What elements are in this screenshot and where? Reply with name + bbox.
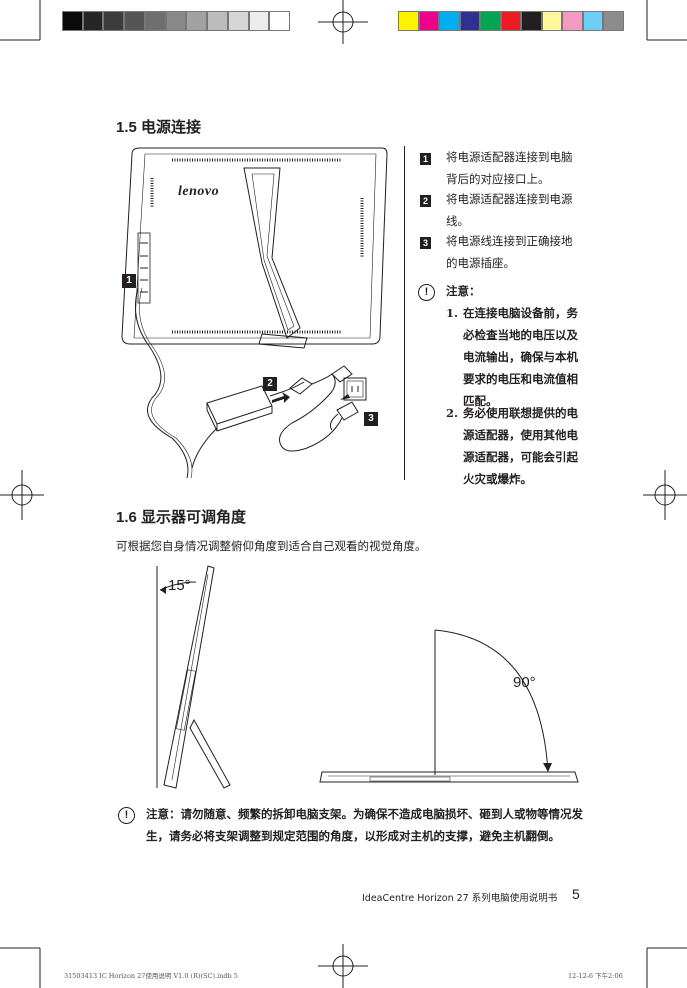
column-divider (404, 146, 405, 480)
process-swatch (521, 11, 542, 31)
angle-warning-text: 注意：请勿随意、频繁的拆卸电脑支架。为确保不造成电脑损坏、砸到人或物等情况发生，… (146, 807, 583, 843)
process-swatch (603, 11, 624, 31)
note-label: 注意： (446, 284, 481, 298)
grayscale-swatch (124, 11, 145, 31)
step-3-number: 3 (420, 237, 431, 249)
lenovo-logo: lenovo (178, 184, 220, 199)
note-1-number: 1. (446, 306, 459, 320)
grayscale-color-bar (62, 11, 290, 31)
warning-icon: ! (418, 284, 435, 301)
callout-3: 3 (364, 412, 378, 426)
process-swatch (459, 11, 481, 31)
step-2: 2 将电源适配器连接到电源线。 (420, 192, 580, 236)
angle-illustration (156, 565, 579, 789)
process-swatch (439, 11, 460, 31)
registration-mark-right (643, 470, 687, 520)
section-title-angle: 1.6 显示器可调角度 (116, 509, 247, 526)
process-swatch (582, 11, 604, 31)
process-swatch (398, 11, 419, 31)
grayscale-swatch (82, 11, 104, 31)
grayscale-swatch (269, 11, 290, 31)
power-connection-illustration (121, 147, 388, 479)
registration-mark-bottom (318, 944, 368, 988)
slug-date: 12-12-6 下午2:06 (568, 972, 623, 980)
grayscale-swatch (103, 11, 125, 31)
page-number: 5 (572, 886, 580, 902)
note-1-text: 在连接电脑设备前，务必检查当地的电压以及电流输出，确保与本机要求的电压和电流值相… (463, 306, 578, 408)
warning-icon-2: ! (118, 807, 135, 824)
section-intro: 可根据您自身情况调整俯仰角度到适合自己观看的视觉角度。 (116, 539, 427, 553)
registration-mark-left (0, 470, 44, 520)
process-swatch (418, 11, 440, 31)
grayscale-swatch (186, 11, 208, 31)
registration-mark-top (318, 0, 368, 44)
callout-1: 1 (122, 274, 136, 288)
grayscale-swatch (165, 11, 187, 31)
section-title-power: 1.5 电源连接 (116, 119, 202, 136)
step-2-text: 将电源适配器连接到电源线。 (446, 192, 573, 228)
process-swatch (562, 11, 583, 31)
manual-title-footer: IdeaCentre Horizon 27 系列电脑使用说明书 (362, 893, 558, 904)
step-2-number: 2 (420, 195, 431, 207)
grayscale-swatch (144, 11, 166, 31)
grayscale-swatch (207, 11, 228, 31)
step-3: 3 将电源线连接到正确接地的电源插座。 (420, 234, 580, 278)
step-1-text: 将电源适配器连接到电脑背后的对应接口上。 (446, 150, 573, 186)
note-2-text: 务必使用联想提供的电源适配器，使用其他电源适配器，可能会引起火灾或爆炸。 (463, 406, 578, 486)
grayscale-swatch (62, 11, 83, 31)
step-1-number: 1 (420, 153, 431, 165)
grayscale-swatch (227, 11, 249, 31)
note-2-number: 2. (446, 406, 459, 420)
flat-angle-label: 90° (513, 674, 536, 691)
process-swatch (541, 11, 563, 31)
slug-file-info: 31503413 IC Horizon 27使用说明 V1.0 (R)(SC).… (64, 972, 238, 980)
process-swatch (480, 11, 501, 31)
tilt-angle-label: 15° (168, 577, 191, 594)
process-color-bar (398, 11, 624, 31)
grayscale-swatch (248, 11, 270, 31)
process-swatch (500, 11, 522, 31)
callout-2: 2 (263, 377, 277, 391)
step-1: 1 将电源适配器连接到电脑背后的对应接口上。 (420, 150, 580, 194)
step-3-text: 将电源线连接到正确接地的电源插座。 (446, 234, 573, 270)
